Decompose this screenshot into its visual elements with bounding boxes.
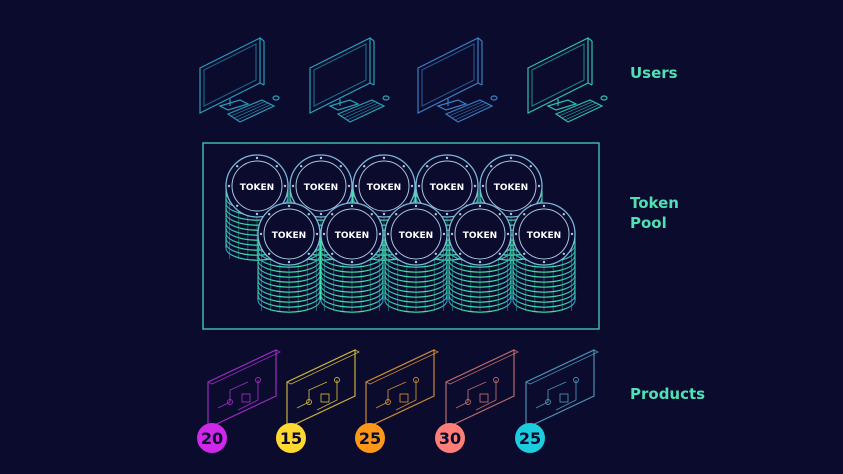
product-token-cost: 15 [280,429,302,448]
token-label: TOKEN [367,183,401,193]
product-card: 25 [515,349,599,453]
product-card: 20 [197,349,281,453]
token-label: TOKEN [335,231,369,241]
mouse-icon [490,95,498,101]
product-card: 15 [276,349,360,453]
keyboard-icon [444,99,494,123]
token-label: TOKEN [463,231,497,241]
token-stack: TOKEN [448,202,512,313]
token-stack: TOKEN [257,202,321,313]
product-token-cost: 20 [201,429,223,448]
user-computer-icon [417,37,498,123]
keyboard-icon [226,99,276,123]
price-badge [515,423,545,453]
token-stack: TOKEN [225,154,289,261]
mouse-icon [600,95,608,101]
token-label: TOKEN [272,231,306,241]
keyboard-icon [554,99,604,123]
token-label: TOKEN [240,183,274,193]
product-token-cost: 30 [439,429,461,448]
price-badge [435,423,465,453]
user-computer-icon [309,37,390,123]
token-pool-label: Token Pool [630,194,679,232]
product-card: 25 [355,349,439,453]
token-label: TOKEN [399,231,433,241]
product-token-cost: 25 [519,429,541,448]
price-badge [355,423,385,453]
token-label: TOKEN [527,231,561,241]
products-label: Products [630,385,706,403]
token-label: TOKEN [430,183,464,193]
products-group: 20 15 25 30 25 [197,349,599,453]
mouse-icon [272,95,280,101]
keyboard-icon [336,99,386,123]
token-stack: TOKEN [320,202,384,313]
token-stacks: TOKEN TOKEN TOKEN TOKEN TOKEN TOKEN TOKEN TOKEN… [225,154,576,313]
users-group [199,37,608,123]
users-label: Users [630,64,678,82]
mouse-icon [382,95,390,101]
user-computer-icon [199,37,280,123]
token-stack: TOKEN [384,202,448,313]
price-badge [276,423,306,453]
token-stack: TOKEN [512,202,576,313]
price-badge [197,423,227,453]
token-label: TOKEN [304,183,338,193]
token-pool-frame [202,142,600,330]
product-card: 30 [435,349,519,453]
token-label: TOKEN [494,183,528,193]
product-token-cost: 25 [359,429,381,448]
user-computer-icon [527,37,608,123]
